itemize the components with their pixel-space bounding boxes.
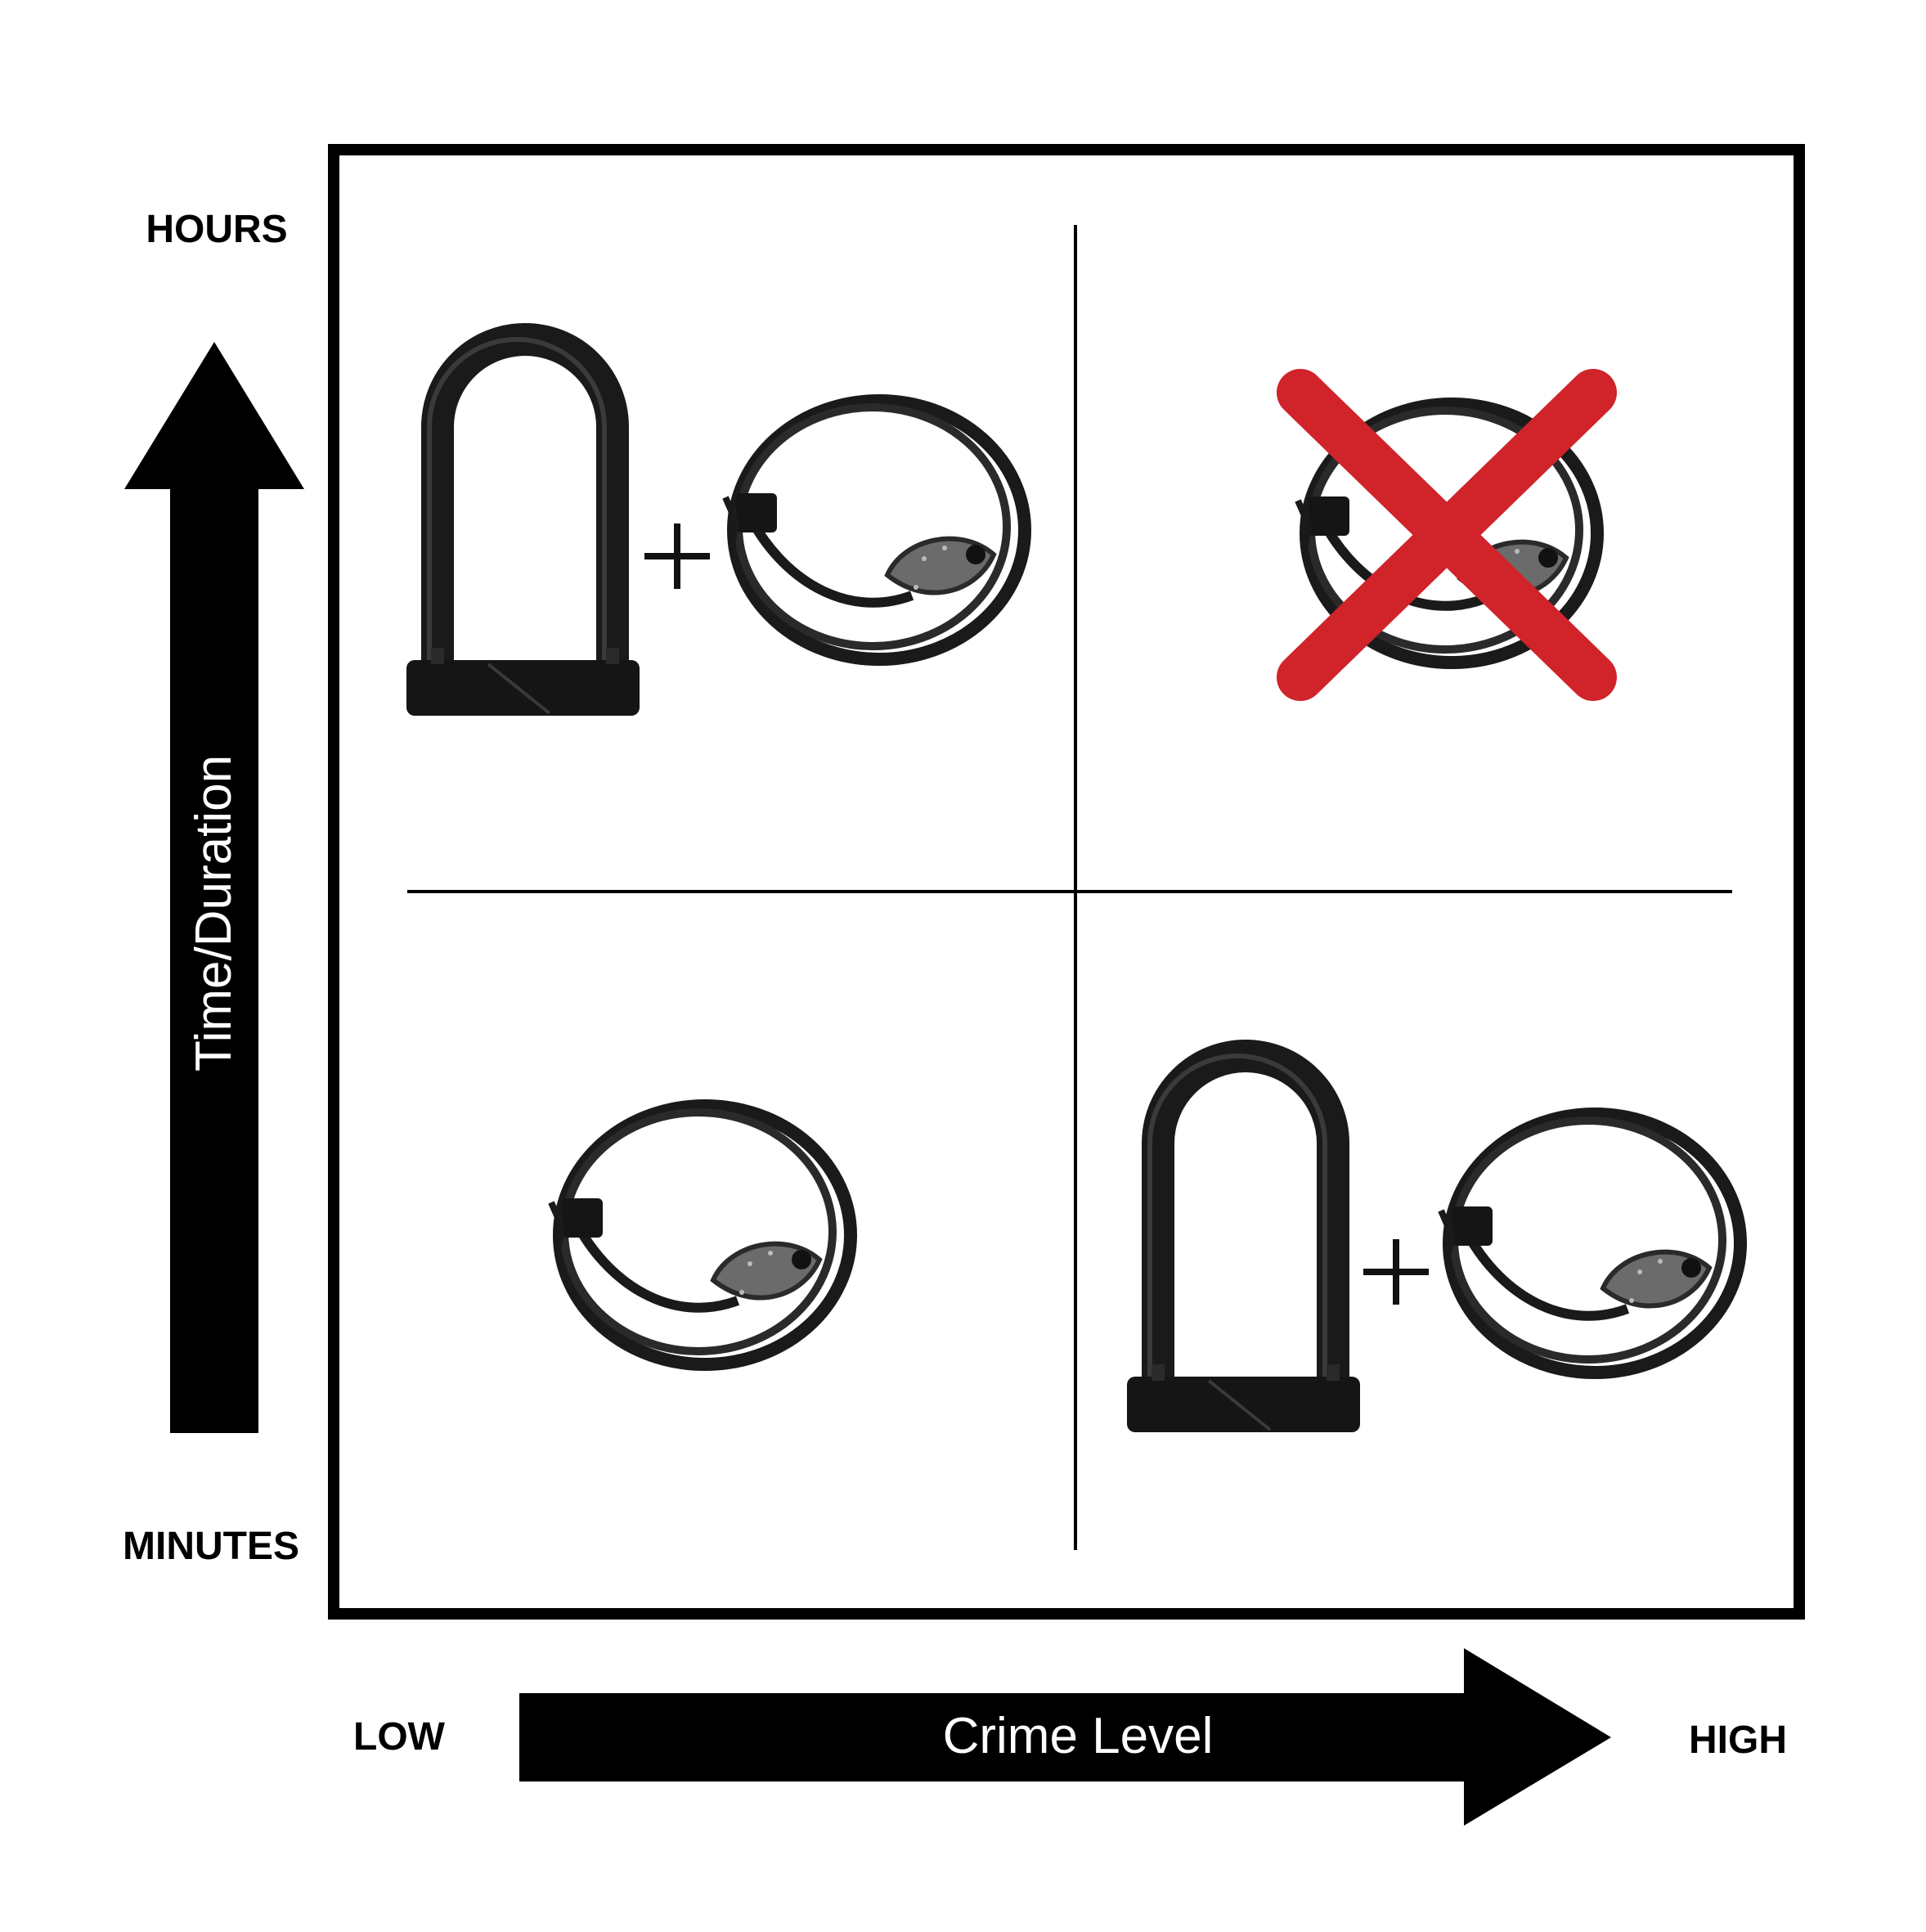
u-lock-icon (406, 339, 640, 716)
quadrant-top-right (1298, 393, 1597, 677)
y-axis-title: Time/Duration (186, 755, 242, 1072)
plus-icon (644, 523, 710, 589)
quadrant-bottom-right (1127, 1056, 1740, 1432)
cable-lock-icon (551, 1106, 851, 1364)
x-axis-left-label: LOW (353, 1715, 446, 1759)
quadrant-bottom-left (551, 1106, 851, 1364)
x-axis-title: Crime Level (943, 1708, 1214, 1764)
chart-frame (334, 150, 1799, 1614)
cable-lock-icon (725, 401, 1025, 659)
u-lock-icon (1127, 1056, 1360, 1432)
plus-icon (1363, 1239, 1429, 1305)
x-axis-right-label: HIGH (1689, 1719, 1787, 1762)
y-axis-bottom-label: MINUTES (123, 1525, 299, 1568)
cable-lock-icon (1441, 1114, 1740, 1373)
y-axis-top-label: HOURS (146, 208, 287, 251)
quadrant-top-left (406, 339, 1025, 716)
